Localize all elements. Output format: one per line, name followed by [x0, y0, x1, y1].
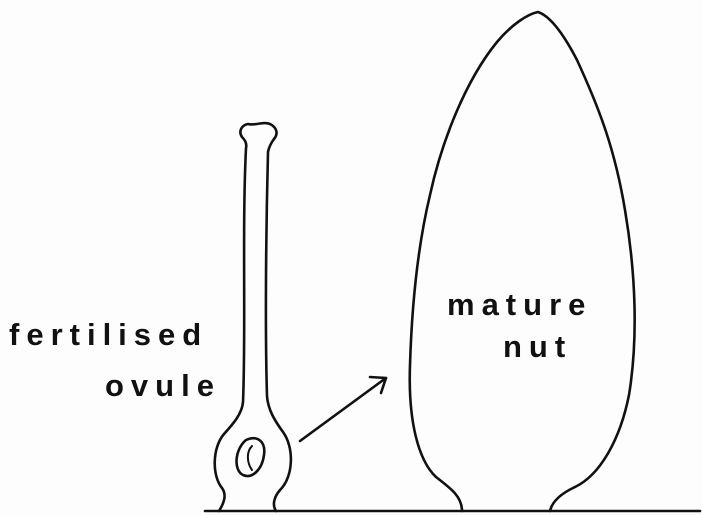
label-nut: nut — [503, 331, 572, 362]
nut-outline — [410, 12, 635, 511]
label-mature: mature — [447, 289, 592, 320]
arrow-line — [300, 378, 386, 441]
label-fertilised: fertilised — [9, 319, 208, 350]
ovule-embryo — [237, 438, 265, 476]
label-ovule: ovule — [105, 370, 221, 401]
ovule-outline — [215, 123, 291, 511]
ovule-embryo-inner — [248, 446, 252, 470]
